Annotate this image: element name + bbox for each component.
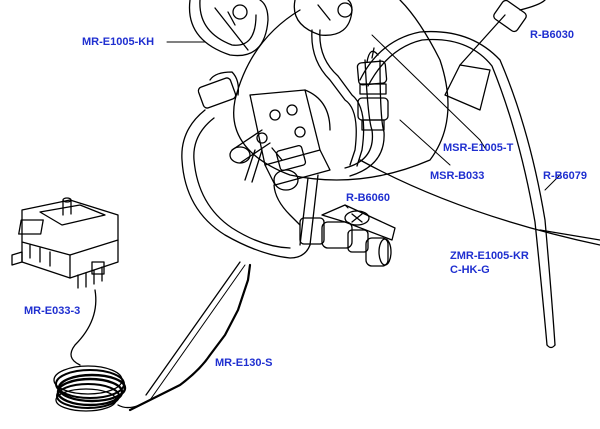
- capillary-coil: [53, 289, 151, 412]
- label-mr-e1005-kh: MR-E1005-KH: [82, 36, 155, 48]
- ball-valve: [299, 204, 396, 267]
- label-r-b6030: R-B6030: [530, 29, 575, 41]
- label-mr-e130-s: MR-E130-S: [215, 357, 273, 369]
- left-pipe-loop: [181, 71, 319, 259]
- label-r-b6060: R-B6060: [346, 192, 391, 204]
- label-mr-e033-3: MR-E033-3: [24, 305, 81, 317]
- label-zmr-e1005-kr: ZMR-E1005-KR: [450, 250, 529, 262]
- label-msr-e1005-t: MSR-E1005-T: [443, 142, 514, 154]
- leader-lines: [166, 34, 561, 209]
- label-r-b6079: R-B6079: [543, 170, 588, 182]
- thermostat-box: [11, 197, 119, 289]
- top-right-fitting: [293, 0, 365, 167]
- top-sight-glass: [188, 0, 269, 57]
- label-c-hk-g: C-HK-G: [450, 264, 490, 276]
- label-msr-b033: MSR-B033: [430, 170, 485, 182]
- sensor-probe: [128, 261, 252, 412]
- central-valve-body: [229, 89, 331, 226]
- pressure-pipe: [344, 47, 389, 177]
- long-pipe-right: [359, 0, 556, 349]
